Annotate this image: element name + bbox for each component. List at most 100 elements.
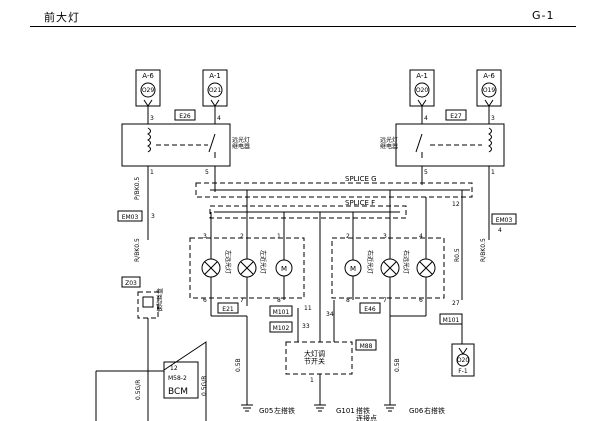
- fuse-box: 保险丝盒: [137, 288, 164, 319]
- ground-g05: G05 左搭铁: [241, 404, 295, 415]
- svg-text:M: M: [281, 265, 287, 273]
- svg-text:F-1: F-1: [458, 368, 468, 375]
- svg-text:3: 3: [203, 233, 207, 240]
- connector-em03-right: EM03: [491, 213, 517, 225]
- svg-text:3: 3: [151, 213, 155, 220]
- svg-text:P/BK0.5: P/BK0.5: [134, 177, 141, 200]
- svg-text:0.5B: 0.5B: [394, 358, 401, 372]
- svg-text:3: 3: [491, 115, 495, 122]
- svg-text:7: 7: [240, 297, 244, 304]
- svg-text:5: 5: [205, 169, 209, 176]
- svg-text:2: 2: [346, 233, 350, 240]
- svg-text:保险丝盒: 保险丝盒: [156, 288, 164, 312]
- svg-text:M102: M102: [273, 325, 290, 332]
- connector-e46: E46: [359, 302, 381, 314]
- svg-text:0.5G/R: 0.5G/R: [201, 376, 208, 396]
- svg-text:6: 6: [419, 297, 423, 304]
- connector-e27: E27: [445, 109, 467, 121]
- fuse-f1: O20 F-1: [451, 343, 475, 377]
- bcm-module: 12 M58-2 BCM: [163, 361, 199, 399]
- svg-text:8: 8: [346, 297, 350, 304]
- svg-text:Z03: Z03: [125, 280, 137, 287]
- svg-text:G06: G06: [409, 407, 424, 415]
- svg-text:M101: M101: [273, 309, 290, 316]
- splice-g: SPLICE G: [195, 175, 473, 198]
- page-header: 前大灯 G-1: [0, 0, 604, 27]
- svg-text:远光灯继电器: 远光灯继电器: [232, 136, 250, 151]
- svg-text:E21: E21: [222, 306, 234, 313]
- svg-text:E27: E27: [450, 113, 462, 120]
- svg-text:0.5B: 0.5B: [235, 358, 242, 372]
- svg-text:EM03: EM03: [122, 214, 139, 221]
- svg-text:0.5G/R: 0.5G/R: [135, 380, 142, 400]
- svg-text:R/BK0.5: R/BK0.5: [134, 238, 141, 262]
- svg-text:左远光灯: 左远光灯: [224, 250, 232, 274]
- page-code: G-1: [532, 9, 555, 22]
- svg-text:G05: G05: [259, 407, 273, 415]
- svg-text:33: 33: [302, 323, 310, 330]
- svg-text:A-6: A-6: [483, 72, 495, 80]
- splice-f: SPLICE F: [209, 199, 407, 219]
- svg-text:1: 1: [310, 377, 314, 384]
- svg-text:A-1: A-1: [209, 72, 221, 80]
- header-rule: [30, 26, 576, 27]
- svg-text:G101: G101: [336, 407, 355, 415]
- ground-g101: G101 搭铁连接点: [314, 404, 377, 421]
- svg-text:2: 2: [240, 233, 244, 240]
- svg-text:M88: M88: [360, 343, 373, 350]
- svg-text:远光灯继电器: 远光灯继电器: [380, 136, 398, 151]
- svg-text:6: 6: [203, 297, 207, 304]
- connector-m101-left: M101: [269, 305, 293, 317]
- connector-e26: E26: [174, 109, 196, 121]
- page-title: 前大灯: [44, 11, 80, 24]
- connector-em03-left: EM03: [117, 210, 143, 222]
- svg-text:右近光灯: 右近光灯: [366, 250, 374, 274]
- svg-text:搭铁连接点: 搭铁连接点: [356, 406, 377, 421]
- svg-text:3: 3: [150, 115, 154, 122]
- fuse-a1-right: A-1 O20: [409, 69, 435, 107]
- svg-text:右远光灯: 右远光灯: [402, 250, 410, 274]
- svg-text:BCM: BCM: [168, 387, 188, 397]
- svg-text:O19: O19: [483, 87, 496, 94]
- svg-text:12: 12: [452, 201, 460, 208]
- svg-text:8: 8: [277, 297, 281, 304]
- fuse-a6-left: A-6 O29: [135, 69, 161, 107]
- svg-text:O20: O20: [416, 87, 429, 94]
- svg-text:R0.5: R0.5: [454, 248, 461, 262]
- svg-text:4: 4: [217, 115, 221, 122]
- svg-text:大灯调节开关: 大灯调节开关: [304, 349, 325, 366]
- svg-text:11: 11: [304, 305, 312, 312]
- connector-m101-right: M101: [439, 313, 463, 325]
- svg-text:M101: M101: [443, 317, 460, 324]
- fuse-a1-left: A-1 O21: [202, 69, 228, 107]
- svg-text:4: 4: [419, 233, 423, 240]
- right-lamp-group: M 右近光灯 右远光灯: [331, 237, 445, 299]
- svg-text:O20: O20: [457, 357, 470, 364]
- svg-text:27: 27: [452, 300, 460, 307]
- svg-text:右搭铁: 右搭铁: [424, 406, 445, 415]
- svg-text:M58-2: M58-2: [168, 375, 187, 382]
- svg-text:SPLICE F: SPLICE F: [345, 199, 375, 207]
- svg-text:4: 4: [424, 115, 428, 122]
- svg-text:1: 1: [150, 169, 154, 176]
- connector-m102: M102: [269, 321, 293, 333]
- svg-text:A-1: A-1: [416, 72, 428, 80]
- svg-text:O21: O21: [209, 87, 222, 94]
- svg-text:O29: O29: [142, 87, 155, 94]
- connector-z03: Z03: [121, 276, 141, 288]
- svg-text:EM03: EM03: [496, 217, 513, 224]
- ground-g06: G06 右搭铁: [384, 404, 445, 415]
- svg-text:左近光灯: 左近光灯: [259, 250, 267, 274]
- relay-left: 远光灯继电器: [121, 123, 250, 167]
- relay-right: 远光灯继电器: [380, 123, 505, 167]
- svg-text:1: 1: [491, 169, 495, 176]
- svg-text:5: 5: [424, 169, 428, 176]
- svg-text:12: 12: [170, 365, 178, 372]
- connector-m88: M88: [355, 339, 377, 351]
- svg-text:3: 3: [383, 233, 387, 240]
- svg-text:左搭铁: 左搭铁: [274, 406, 295, 415]
- svg-text:1: 1: [277, 233, 281, 240]
- svg-text:R/BK0.5: R/BK0.5: [480, 238, 487, 262]
- fuse-a6-right: A-6 O19: [476, 69, 502, 107]
